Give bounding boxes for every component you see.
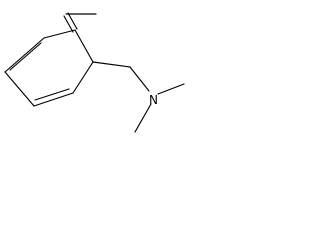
bond-ring-to-ch2 <box>92 61 131 68</box>
bond-exocyclic-double-inner <box>67 12 78 30</box>
bond-ring-c3-c4 <box>4 71 35 107</box>
bond-ring-c4-c5 <box>33 92 74 107</box>
bond-ring-c6-c1 <box>74 29 94 63</box>
bond-n-methyl-down <box>134 103 152 133</box>
molecule-structure: N <box>4 12 185 133</box>
bond-ch2-to-n <box>129 66 150 92</box>
nitrogen-atom-label: N <box>149 93 158 107</box>
bond-n-methyl-right <box>157 83 185 95</box>
bond-ring-c5-c6 <box>72 61 94 94</box>
bond-ring-c1-c2 <box>43 29 76 39</box>
bond-exocyclic-double-outer <box>63 15 74 33</box>
bond-lines <box>4 12 185 133</box>
bond-ring-c2-c3-double <box>9 42 42 71</box>
bond-ring-c2-c3 <box>4 37 45 73</box>
bond-ring-c4-c5-double <box>34 88 70 101</box>
